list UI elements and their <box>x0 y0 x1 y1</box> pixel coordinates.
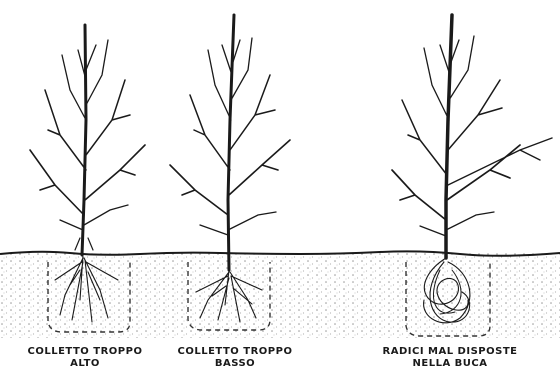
caption-roots-badly-arranged: RADICI MAL DISPOSTE NELLA BUCA <box>345 346 555 370</box>
soil-layer <box>0 253 560 338</box>
caption-line: COLLETTO TROPPO <box>160 346 310 358</box>
caption-collar-too-low: COLLETTO TROPPO BASSO <box>160 346 310 370</box>
caption-line: NELLA BUCA <box>345 358 555 370</box>
caption-line: BASSO <box>160 358 310 370</box>
caption-collar-too-high: COLLETTO TROPPO ALTO <box>10 346 160 370</box>
caption-line: ALTO <box>10 358 160 370</box>
caption-line: RADICI MAL DISPOSTE <box>345 346 555 358</box>
caption-line: COLLETTO TROPPO <box>10 346 160 358</box>
